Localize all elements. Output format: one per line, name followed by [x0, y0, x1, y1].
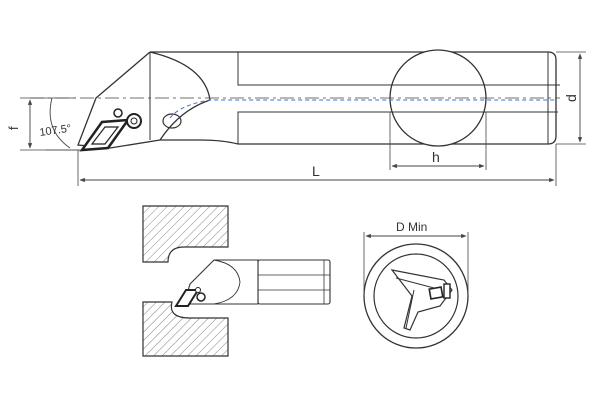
small-head: [183, 259, 259, 305]
workpiece-upper-wall: [142, 205, 229, 263]
small-tool-holder: [183, 259, 331, 305]
f-label: f: [6, 126, 21, 130]
coolant-channel: [169, 99, 556, 119]
end-view-insert: [428, 283, 451, 300]
clamp-screw: [126, 113, 142, 129]
angle-arc: [49, 97, 71, 149]
head-bottom-edge: [160, 139, 239, 145]
coolant-outlet: [162, 113, 182, 129]
neck-curve-bottom: [159, 99, 211, 141]
d-label: d: [563, 94, 579, 102]
small-shank: [257, 259, 331, 305]
L-label: L: [312, 163, 320, 179]
insert-diamond: [79, 118, 131, 152]
dmin-label: D Min: [396, 220, 427, 234]
seat-screw: [113, 108, 123, 118]
small-insert: [174, 287, 206, 307]
h-label: h: [432, 149, 440, 165]
neck-curve-top: [149, 51, 211, 101]
bore-end-view: [363, 243, 469, 349]
workpiece-lower-wall: [142, 301, 229, 357]
head-outline: [77, 51, 161, 149]
angle-label: 107.5°: [39, 123, 72, 139]
workpiece-section: [142, 205, 229, 357]
